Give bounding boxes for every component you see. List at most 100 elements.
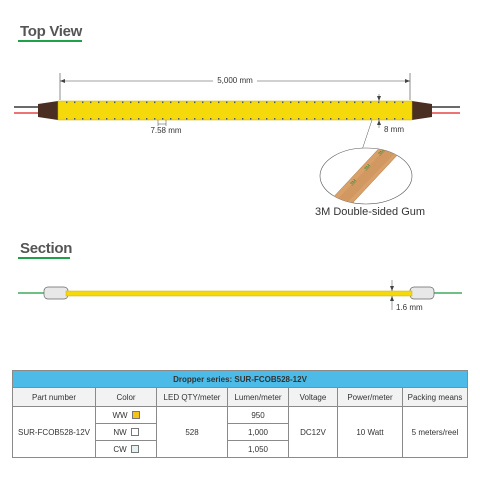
color-cell-cw: CW <box>95 440 157 458</box>
cut-mark <box>394 118 396 120</box>
color-label-ww: WW <box>112 410 128 420</box>
cut-mark <box>354 118 356 120</box>
section-heading: Section <box>20 240 73 257</box>
cut-mark <box>226 118 228 120</box>
cut-label: 8 mm <box>384 125 404 134</box>
lumen-cell-nw: 1,000 <box>227 423 289 441</box>
header-led-qty: LED QTY/meter <box>156 387 228 407</box>
cut-mark <box>74 101 76 104</box>
table-row: SUR-FCOB528-12V WW 528 950 DC12V 10 Watt… <box>12 406 468 458</box>
cut-mark <box>138 118 140 120</box>
cut-mark <box>250 118 252 120</box>
right-end-cap <box>412 101 432 120</box>
cut-mark <box>386 101 388 104</box>
cut-mark <box>250 101 252 104</box>
cob-strip-section <box>65 290 413 297</box>
cut-mark <box>338 118 340 120</box>
spec-table: Dropper series: SUR-FCOB528-12V Part num… <box>12 370 468 458</box>
cut-mark <box>362 118 364 120</box>
cut-mark <box>130 101 132 104</box>
cut-mark <box>82 118 84 120</box>
cut-mark <box>378 118 380 120</box>
length-label: 5,000 mm <box>217 76 253 85</box>
color-cell-ww: WW <box>95 406 157 424</box>
cut-mark <box>274 101 276 104</box>
cut-mark <box>218 118 220 120</box>
table-row: CW 1,050 <box>13 440 468 458</box>
cut-mark <box>154 118 156 120</box>
cut-mark <box>282 101 284 104</box>
cut-mark <box>178 101 180 104</box>
cut-mark <box>362 101 364 104</box>
table-header-row: Part number Color LED QTY/meter Lumen/me… <box>12 387 468 407</box>
cut-mark <box>130 118 132 120</box>
cut-mark <box>274 118 276 120</box>
lumen-cell-ww: 950 <box>227 406 289 424</box>
cut-mark <box>330 118 332 120</box>
thickness-dimension <box>390 280 394 310</box>
cut-mark <box>194 101 196 104</box>
cut-mark <box>226 101 228 104</box>
cut-mark <box>186 118 188 120</box>
cut-mark <box>290 118 292 120</box>
gum-label: 3M Double-sided Gum <box>315 206 426 218</box>
cut-mark <box>82 101 84 104</box>
cut-mark <box>242 118 244 120</box>
cut-mark <box>402 118 404 120</box>
cut-marks <box>66 101 404 120</box>
cut-mark <box>210 101 212 104</box>
led-qty-cell: 528 <box>156 406 228 458</box>
cut-mark <box>378 101 380 104</box>
header-part-number: Part number <box>12 387 96 407</box>
table-title: Dropper series: SUR-FCOB528-12V <box>12 370 468 388</box>
cut-mark <box>98 101 100 104</box>
pitch-dimension <box>157 120 167 126</box>
cut-mark <box>90 101 92 104</box>
part-number-cell: SUR-FCOB528-12V <box>12 406 96 458</box>
cut-mark <box>146 118 148 120</box>
cut-mark <box>74 118 76 120</box>
thickness-label: 1.6 mm <box>396 303 423 312</box>
section-right-connector <box>409 286 435 300</box>
cut-mark <box>298 118 300 120</box>
color-label-nw: NW <box>113 427 127 437</box>
cut-mark <box>330 101 332 104</box>
cut-mark <box>306 118 308 120</box>
left-wires <box>14 106 42 114</box>
cut-mark <box>122 101 124 104</box>
header-power: Power/meter <box>337 387 403 407</box>
lumen-cell-cw: 1,050 <box>227 440 289 458</box>
cut-mark <box>178 118 180 120</box>
left-end-cap <box>38 101 58 120</box>
header-color: Color <box>95 387 157 407</box>
cut-mark <box>346 118 348 120</box>
right-wires <box>428 106 460 114</box>
gum-leader-line <box>361 119 373 151</box>
cut-mark <box>338 101 340 104</box>
cut-mark <box>106 118 108 120</box>
cut-mark <box>282 118 284 120</box>
header-voltage: Voltage <box>288 387 338 407</box>
cut-mark <box>402 101 404 104</box>
packing-cell: 5 meters/reel <box>402 406 468 458</box>
cut-mark <box>202 118 204 120</box>
cut-mark <box>266 101 268 104</box>
cut-mark <box>234 101 236 104</box>
cut-mark <box>186 101 188 104</box>
header-packing: Packing means <box>402 387 468 407</box>
top-view-heading-underline <box>18 40 82 42</box>
cut-mark <box>66 101 68 104</box>
cut-mark <box>290 101 292 104</box>
cut-mark <box>114 118 116 120</box>
cut-mark <box>162 118 164 120</box>
cut-mark <box>386 118 388 120</box>
cut-mark <box>258 101 260 104</box>
svg-text:3M: 3M <box>363 163 372 172</box>
cut-mark <box>314 101 316 104</box>
cut-mark <box>170 118 172 120</box>
cut-mark <box>90 118 92 120</box>
cut-mark <box>170 101 172 104</box>
nw-swatch <box>130 428 139 437</box>
cut-mark <box>314 118 316 120</box>
